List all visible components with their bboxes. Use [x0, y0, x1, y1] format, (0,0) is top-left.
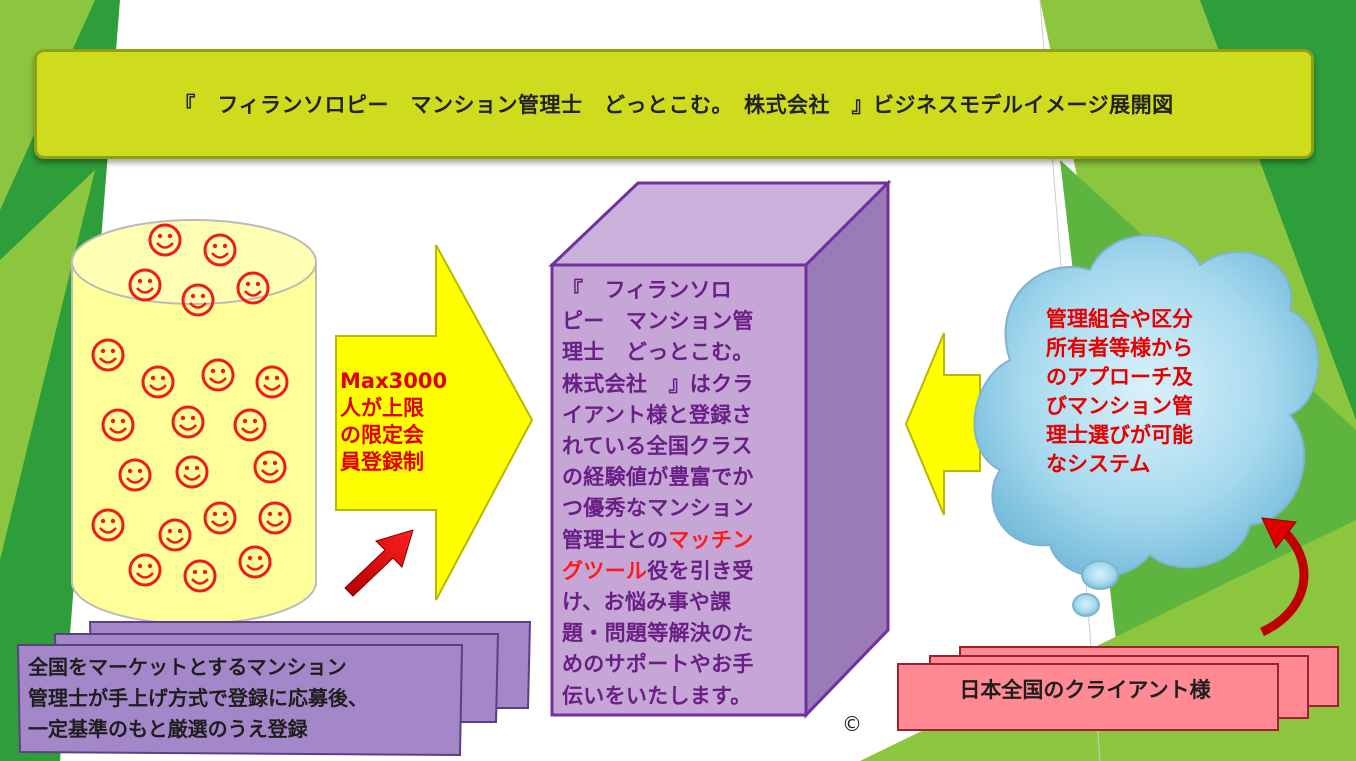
smiley-face-icon [171, 405, 205, 439]
smiley-face-icon [253, 450, 287, 484]
page-title: 『 フィランソロピー マンション管理士 どっとこむ。 株式会社 』ビジネスモデル… [174, 93, 1174, 117]
cloud-line: 所有者等様から [1046, 336, 1193, 360]
smiley-face-icon [181, 283, 215, 317]
red-curved-arrow-right [1260, 517, 1309, 637]
left-caption-line: 管理士が手上げ方式で登録に応募後、 [28, 686, 368, 710]
client-arrow [904, 332, 981, 516]
smiley-group [91, 223, 292, 593]
smiley-face-icon [101, 408, 135, 442]
box-line: の経験値が豊富でか [562, 465, 754, 490]
matching-tool-highlight: グツール [562, 558, 648, 583]
box-line: 題・問題等解決のた [562, 621, 754, 646]
smiley-face-icon [141, 365, 175, 399]
title-bar: 『 フィランソロピー マンション管理士 どっとこむ。 株式会社 』ビジネスモデル… [34, 49, 1314, 159]
smiley-face-icon [183, 559, 217, 593]
right-caption-stack [897, 646, 1339, 731]
arrow-label-line: 人が上限 [340, 396, 424, 420]
cloud-line: のアプローチ及 [1046, 365, 1193, 389]
smiley-face-icon [238, 545, 272, 579]
platform-box [548, 179, 892, 719]
smiley-face-icon [203, 233, 237, 267]
arrow-label-line: Max3000 [340, 369, 448, 393]
left-caption-line: 一定基準のもと厳選のうえ登録 [28, 717, 308, 741]
smiley-face-icon [91, 338, 125, 372]
box-line-part: 役を引き受 [647, 558, 754, 583]
registration-arrow [335, 244, 534, 601]
right-caption: 日本全国のクライアント様 [959, 678, 1211, 702]
smiley-face-icon [236, 271, 270, 305]
smiley-face-icon [258, 501, 292, 535]
box-line: 理士 どっとこむ。 [562, 340, 754, 365]
box-line: 伝いをいたします。 [562, 683, 752, 708]
cloud-line: 理士選びが可能 [1046, 423, 1193, 447]
box-line: け、お悩み事や課 [562, 590, 732, 615]
smiley-face-icon [255, 365, 289, 399]
box-line: ピー マンション管 [562, 309, 754, 334]
smiley-face-icon [118, 458, 152, 492]
cloud-description: 管理組合や区分 所有者等様から のアプローチ及 びマンション管 理士選びが可能 … [1046, 305, 1246, 479]
smiley-face-icon [233, 408, 267, 442]
smiley-face-icon [91, 508, 125, 542]
client-cloud [973, 234, 1320, 617]
smiley-face-icon [128, 553, 162, 587]
arrow-label-line: 員登録制 [340, 450, 424, 474]
matching-tool-highlight: マッチン [668, 527, 754, 552]
box-line: つ優秀なマンション [562, 496, 754, 521]
red-up-arrow-left [344, 529, 414, 597]
box-line: めのサポートやお手 [562, 652, 754, 677]
left-caption: 全国をマーケットとするマンション 管理士が手上げ方式で登録に応募後、 一定基準の… [28, 652, 488, 745]
box-line: 管理士とのマッチン [562, 525, 794, 556]
smiley-face-icon [148, 223, 182, 257]
platform-description: 『 フィランソロ ピー マンション管 理士 どっとこむ。 株式会社 』はクラ イ… [562, 275, 794, 712]
smiley-face-icon [175, 455, 209, 489]
box-line: グツール役を引き受 [562, 556, 794, 587]
smiley-face-icon [158, 518, 192, 552]
copyright-symbol: © [842, 712, 862, 736]
box-line: 株式会社 』はクラ [562, 371, 754, 396]
cloud-line: びマンション管 [1046, 394, 1193, 418]
left-caption-line: 全国をマーケットとするマンション [28, 655, 347, 679]
smiley-face-icon [203, 501, 237, 535]
box-line: 『 フィランソロ [562, 278, 732, 302]
box-line: イアント様と登録さ [562, 402, 753, 427]
arrow-label-line: の限定会 [340, 423, 424, 447]
smiley-face-icon [201, 358, 235, 392]
member-cylinder [71, 219, 317, 625]
smiley-face-icon [128, 268, 162, 302]
arrow-label: Max3000 人が上限 の限定会 員登録制 [340, 368, 460, 476]
box-line: れている全国クラス [562, 434, 753, 459]
cloud-line: 管理組合や区分 [1046, 307, 1193, 331]
cloud-line: なシステム [1046, 452, 1151, 476]
box-line-part: 管理士との [562, 527, 669, 552]
left-caption-stack [16, 621, 532, 757]
